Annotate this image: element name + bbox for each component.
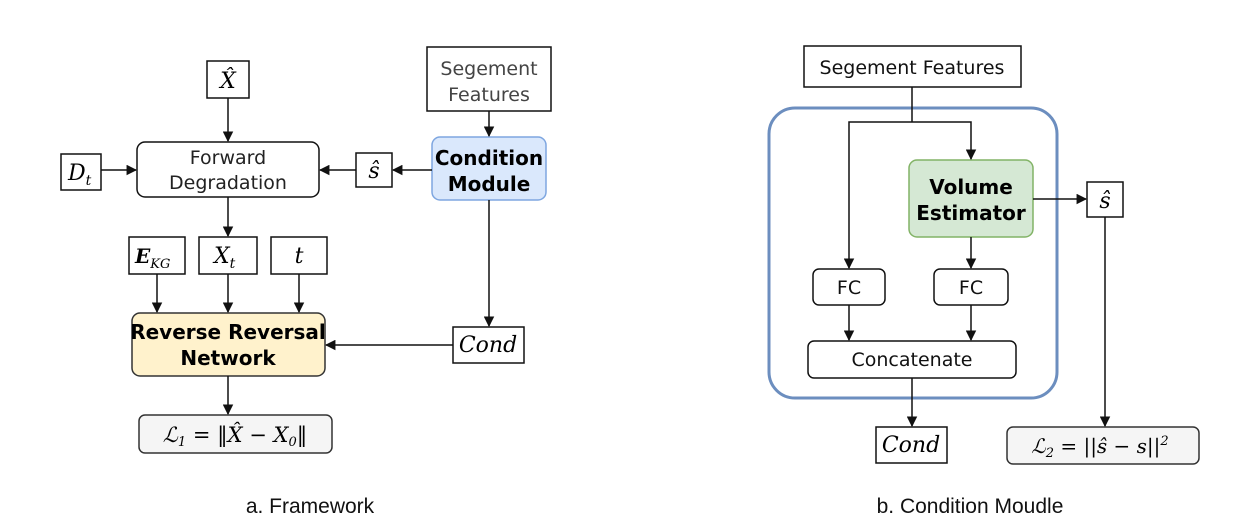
e-kg-node: EKG [128,236,186,275]
svg-text:ℒ1 = ‖X̂ − X0‖: ℒ1 = ‖X̂ − X0‖ [163,423,307,450]
fc-right-node: FC [933,268,1009,306]
reverse-network-line1: Reverse Reversal [130,320,326,344]
condition-caption: b. Condition Moudle [877,495,1064,518]
d-t-node: Dt [60,153,102,191]
reverse-network-node: Reverse Reversal Network [130,312,326,377]
forward-degradation-node: Forward Degradation [136,141,320,198]
volume-estimator-line1: Volume [929,175,1013,199]
s-hat-label: ŝ [368,159,379,184]
condition-module-line2: Module [448,172,531,196]
t-node: t [270,236,328,275]
s-hat-label-b: ŝ [1099,189,1110,214]
segment-features-label-b: Segement Features [820,57,1005,79]
s-hat-node: ŝ [355,152,393,188]
loss-2-node: ℒ2 = ||ŝ − s||2 [1006,426,1200,465]
x-t-sub: t [230,256,236,272]
framework-arrows [101,98,495,416]
t-label: t [295,244,304,269]
condition-panel: Segement Features Volume Estimator ŝ FC … [767,45,1200,518]
segment-features-line1: Segement [440,58,537,80]
svg-text:EKG: EKG [134,244,170,272]
loss-1-script: ℒ [163,423,179,447]
cond-node-b: Cond [875,426,948,464]
condition-arrows [843,87,1111,428]
cond-label-a: Cond [459,333,517,358]
svg-text:Xt: Xt [212,244,236,272]
arrow-segment-to-volume [912,121,977,161]
svg-text:Dt: Dt [67,161,92,189]
x-t-base: X [212,244,231,269]
arrow-segment-to-fc-left [843,121,912,270]
cond-label-b: Cond [882,433,940,458]
loss-2-sup: 2 [1159,434,1168,449]
d-t-base: D [67,161,86,186]
condition-module-container [767,106,1059,400]
x-hat-label: X̂ [218,68,237,94]
s-hat-node-b: ŝ [1086,181,1124,218]
concatenate-label: Concatenate [852,349,973,371]
segment-features-line2: Features [448,84,530,106]
cond-node-a: Cond [452,326,525,364]
loss-1-node: ℒ1 = ‖X̂ − X0‖ [138,414,333,454]
fc-right-label: FC [959,277,983,299]
loss-2-script: ℒ [1031,434,1046,458]
condition-module-node: Condition Module [431,136,547,201]
segment-features-node: Segement Features [426,46,552,112]
fc-left-label: FC [837,277,861,299]
forward-degradation-line2: Degradation [169,172,287,194]
d-t-sub: t [86,173,92,189]
e-kg-base: E [134,244,151,268]
e-kg-sub: KG [149,257,170,272]
volume-estimator-line2: Estimator [916,201,1026,225]
framework-panel: X̂ Segement Features Dt Forward Degradat… [60,46,552,518]
loss-2-sub: 2 [1045,446,1054,461]
segment-features-node-b: Segement Features [803,45,1022,88]
loss-1-expr: = ‖X̂ − X [186,423,289,448]
framework-caption: a. Framework [246,495,375,518]
condition-module-line1: Condition [435,146,543,170]
reverse-network-line2: Network [180,346,276,370]
loss-1-end: ‖ [297,423,308,448]
x-hat-node: X̂ [206,60,250,99]
loss-1-sub: 1 [178,435,186,450]
x-t-node: Xt [198,236,258,275]
fc-left-node: FC [812,268,886,306]
loss-1-sub0: 0 [288,435,296,450]
volume-estimator-node: Volume Estimator [908,159,1034,238]
loss-2-expr: = ||ŝ − s|| [1054,434,1160,459]
concatenate-node: Concatenate [807,340,1017,379]
svg-text:ℒ2 = ||ŝ − s||2: ℒ2 = ||ŝ − s||2 [1031,434,1168,461]
forward-degradation-line1: Forward [190,147,266,169]
